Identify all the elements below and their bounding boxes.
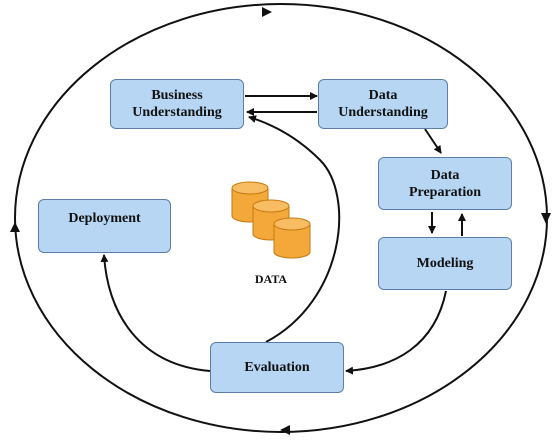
evaluation-node[interactable]: Evaluation — [210, 342, 344, 393]
arrow-evaluation-to-business — [248, 115, 341, 343]
arrow-data-understanding-to-preparation — [424, 128, 442, 154]
outer-cycle-arrowhead-right — [541, 213, 551, 224]
arrow-modeling-to-evaluation — [345, 290, 447, 375]
outer-cycle-arrowhead-bottom — [280, 425, 290, 435]
arrow-evaluation-to-deployment — [100, 254, 211, 372]
deployment-node[interactable]: Deployment — [38, 199, 171, 253]
data-preparation-node[interactable]: Data Preparation — [378, 157, 512, 210]
outer-cycle-arrowhead-left — [10, 222, 20, 232]
outer-cycle-arrowhead-top — [262, 7, 272, 17]
database-cylinders-icon — [231, 181, 311, 259]
data-understanding-node[interactable]: Data Understanding — [318, 79, 448, 129]
data-label: DATA — [254, 272, 288, 286]
business-understanding-node[interactable]: Business Understanding — [110, 79, 244, 129]
modeling-node[interactable]: Modeling — [378, 237, 512, 290]
